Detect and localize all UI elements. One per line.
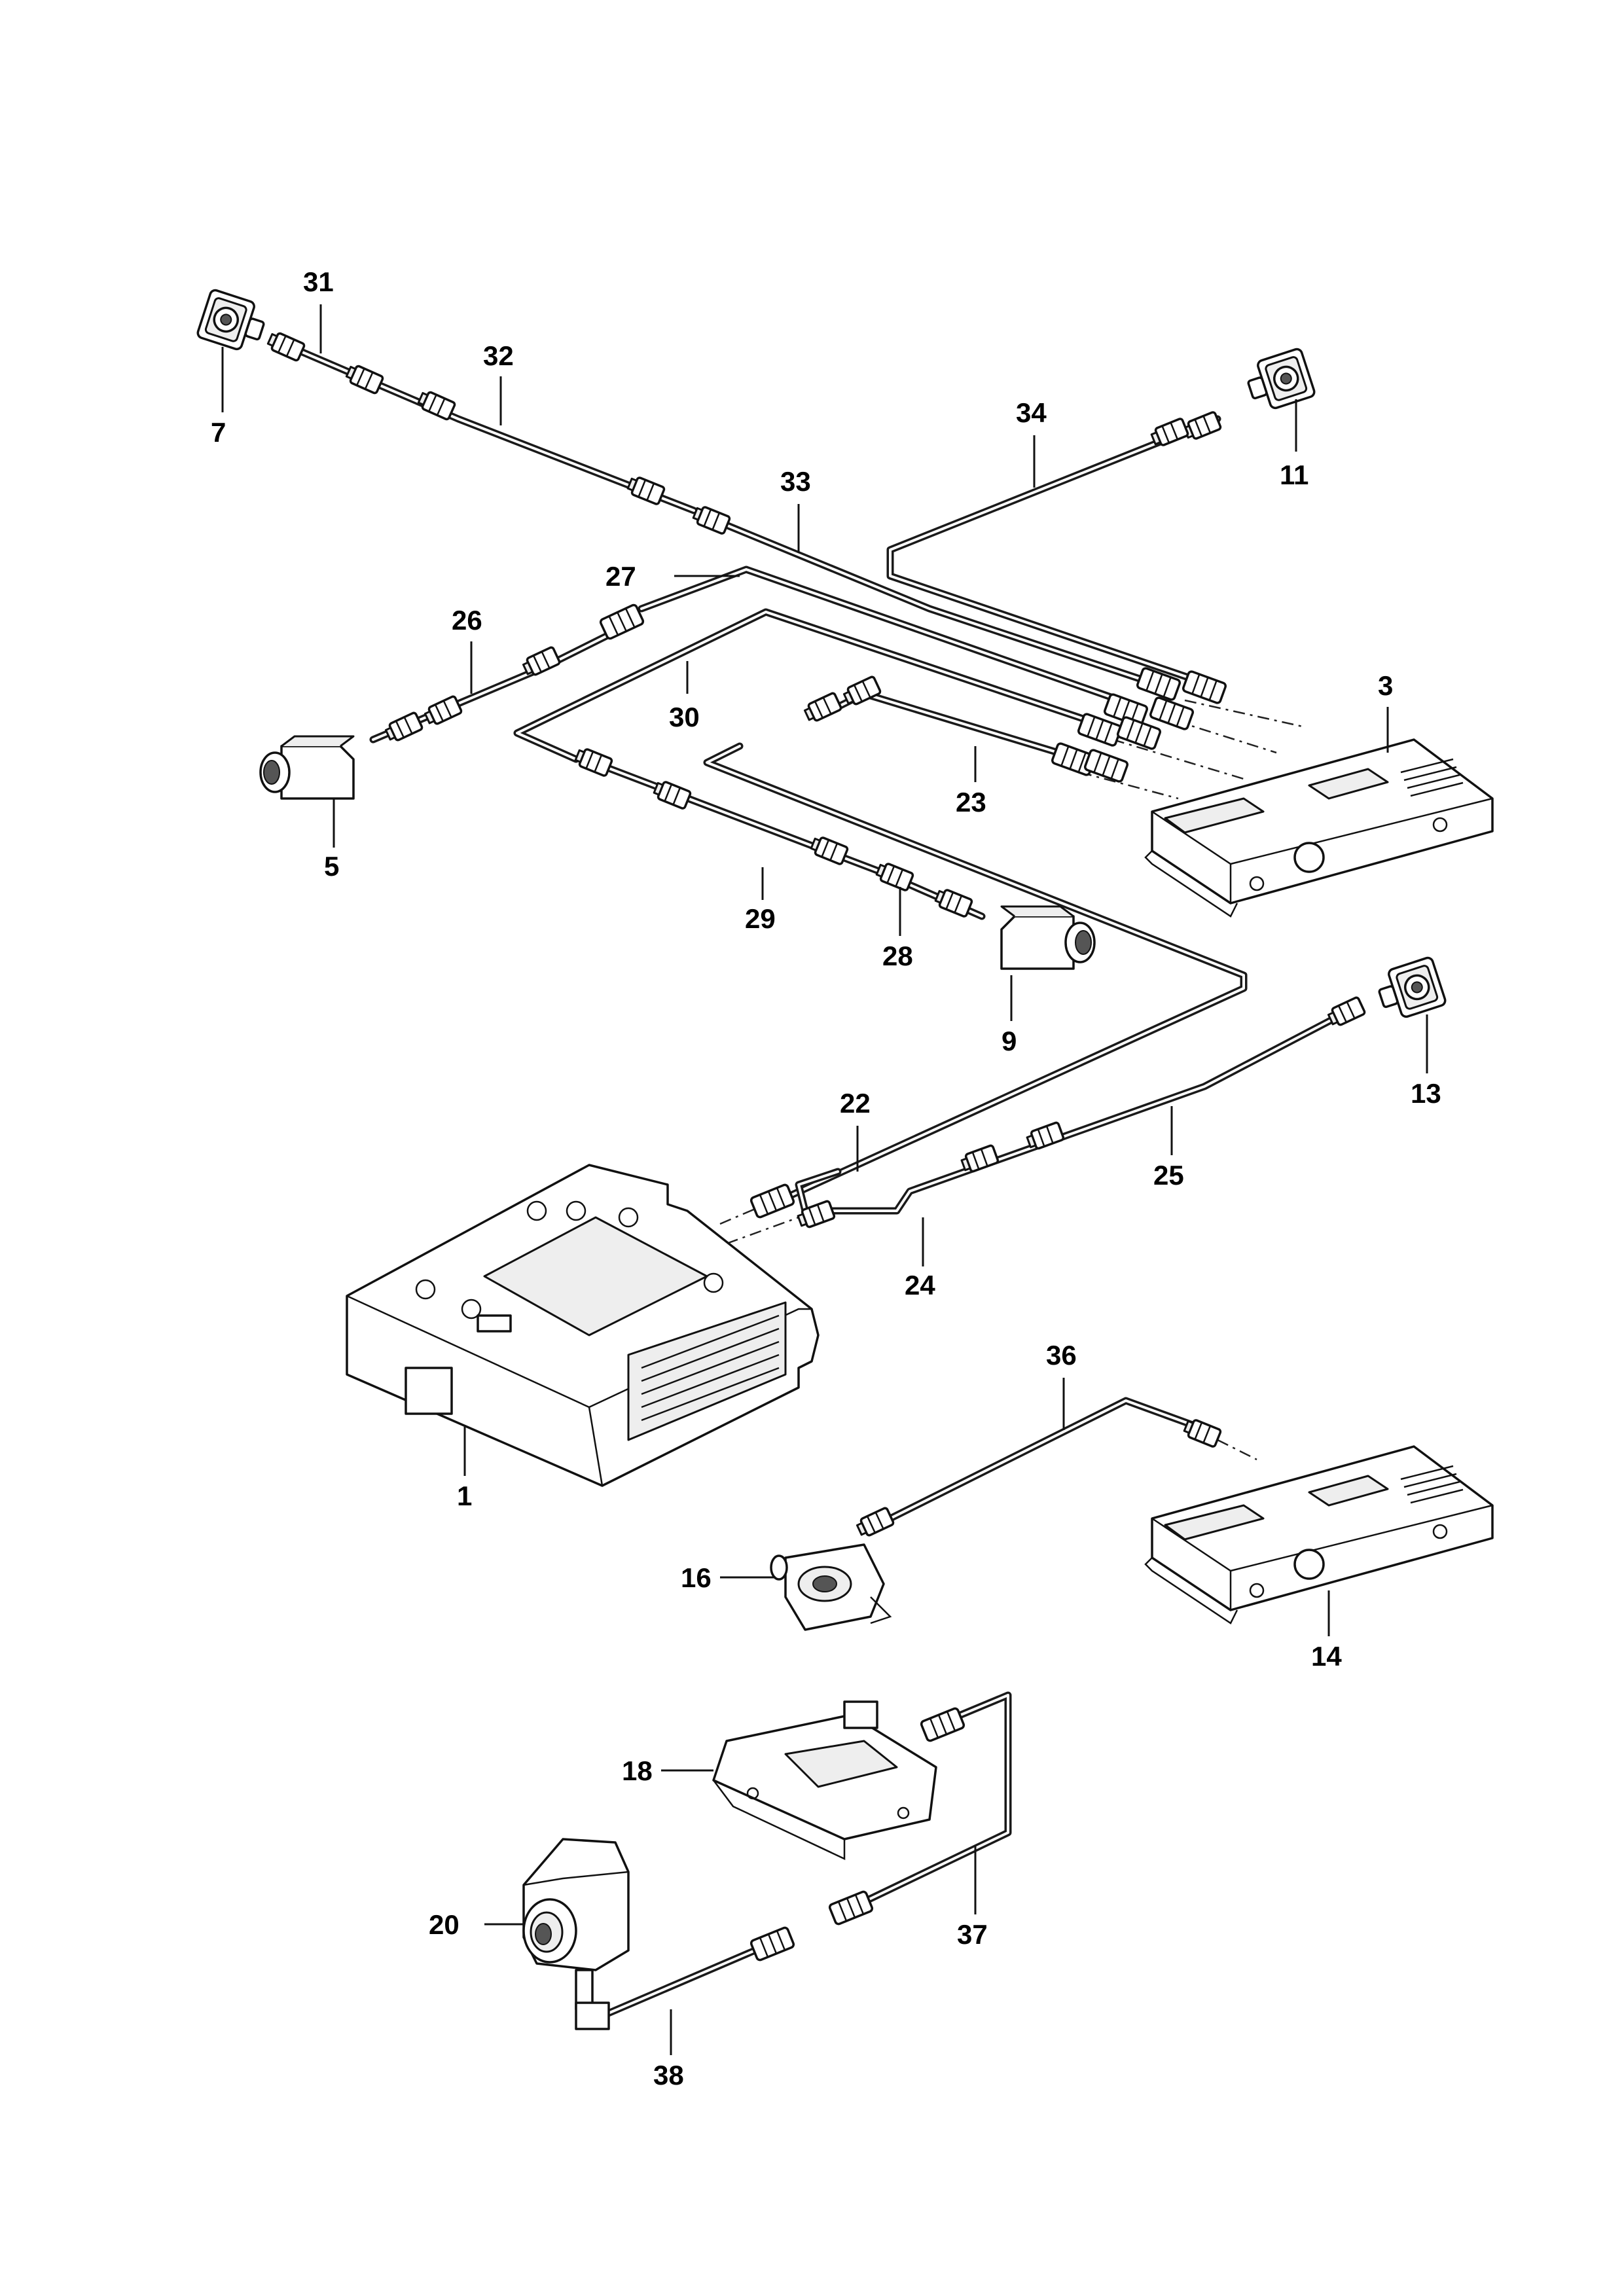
harness-33 [703, 513, 1169, 691]
label-30: 30 [669, 702, 700, 732]
camera-13 [1373, 955, 1448, 1024]
label-9: 9 [1001, 1026, 1017, 1056]
label-16: 16 [681, 1562, 712, 1593]
harness-36 [873, 1397, 1202, 1529]
label-24: 24 [905, 1270, 935, 1300]
camera-5 [259, 735, 355, 800]
camera-11 [1242, 346, 1317, 415]
label-31: 31 [303, 266, 334, 297]
label-22: 22 [840, 1088, 871, 1119]
label-23: 23 [956, 787, 986, 817]
label-36: 36 [1046, 1340, 1077, 1371]
label-5: 5 [324, 851, 339, 882]
connectors [265, 329, 1367, 1962]
leader-lines [221, 304, 1428, 2055]
label-34: 34 [1016, 397, 1047, 428]
label-18: 18 [622, 1755, 653, 1786]
label-11: 11 [1280, 459, 1308, 490]
label-27: 27 [605, 561, 636, 592]
label-7: 7 [211, 417, 226, 448]
label-25: 25 [1153, 1160, 1184, 1191]
harness-31-32 [271, 336, 698, 514]
camera-9 [1000, 905, 1096, 970]
sensor-16 [770, 1543, 892, 1631]
harness-37 [840, 1691, 1012, 1915]
label-14: 14 [1311, 1641, 1342, 1672]
label-26: 26 [452, 605, 482, 636]
camera-20 [522, 1838, 630, 2030]
control-unit-14 [1144, 1445, 1494, 1624]
harness-22 [703, 742, 1248, 1202]
camera-7 [195, 287, 270, 356]
label-37: 37 [957, 1919, 988, 1950]
label-28: 28 [882, 941, 913, 971]
label-13: 13 [1411, 1078, 1441, 1109]
label-38: 38 [653, 2060, 684, 2090]
connection-indicators [719, 699, 1303, 1461]
head-unit-1 [346, 1164, 820, 1487]
harness-27 [638, 565, 1143, 711]
harness-34 [886, 415, 1221, 685]
control-unit-3 [1144, 738, 1494, 918]
label-32: 32 [483, 340, 514, 371]
label-1: 1 [457, 1480, 472, 1511]
part-labels: 7 31 32 33 34 11 27 26 30 3 23 5 29 28 9… [211, 266, 1441, 2090]
harness-25-24 [795, 1011, 1346, 1215]
label-20: 20 [429, 1909, 460, 1940]
label-29: 29 [745, 903, 776, 934]
harness-30 [513, 608, 1110, 763]
control-unit-18 [712, 1700, 937, 1860]
label-33: 33 [780, 466, 811, 497]
label-3: 3 [1378, 670, 1393, 701]
